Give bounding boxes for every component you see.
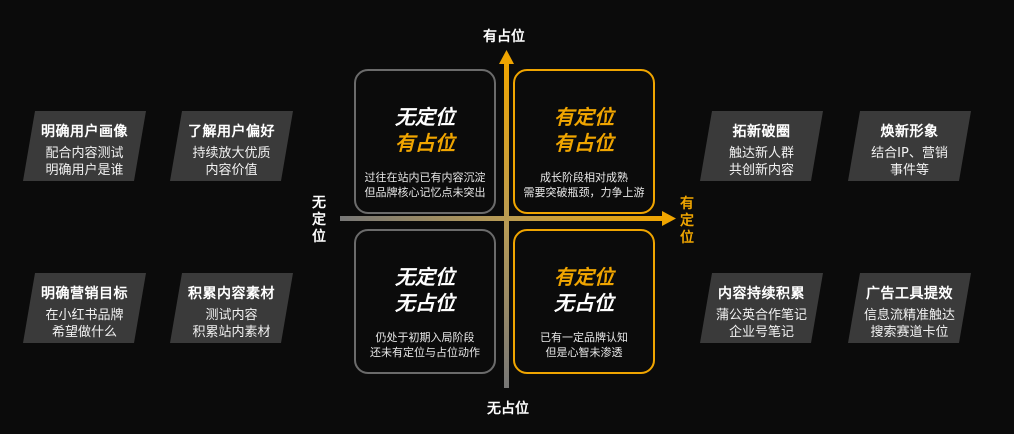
axis-label-left-char: 无 bbox=[312, 195, 326, 211]
card-text: 事件等 bbox=[889, 163, 929, 178]
quadrant-description: 但是心智未渗透 bbox=[545, 346, 623, 359]
axis-label-right-char: 定 bbox=[680, 213, 694, 229]
card-title: 积累内容素材 bbox=[188, 286, 275, 302]
card-title: 焕新形象 bbox=[880, 124, 939, 140]
card-text: 测试内容 bbox=[205, 308, 258, 323]
card-text: 在小红书品牌 bbox=[45, 308, 124, 323]
card-title: 拓新破圈 bbox=[732, 124, 791, 140]
axis-label-right: 有 定 位 bbox=[679, 196, 695, 247]
quadrant-title: 无占位 bbox=[395, 291, 455, 315]
card-text: 持续放大优质 bbox=[192, 146, 271, 161]
card-text: 结合IP、营销 bbox=[871, 146, 948, 161]
quadrant-title: 无占位 bbox=[554, 291, 614, 315]
card-left-bottom-2: 积累内容素材 测试内容 积累站内素材 bbox=[170, 273, 293, 343]
card-title: 明确营销目标 bbox=[41, 286, 128, 302]
card-shape bbox=[848, 273, 971, 343]
quadrant-title: 有定位 bbox=[554, 105, 614, 129]
card-title: 明确用户画像 bbox=[41, 124, 128, 140]
right-arrow-icon bbox=[662, 211, 676, 226]
quadrant-title: 无定位 bbox=[395, 105, 455, 129]
card-shape bbox=[170, 111, 293, 181]
card-shape bbox=[700, 273, 823, 343]
card-title: 广告工具提效 bbox=[866, 286, 953, 302]
card-text: 希望做什么 bbox=[51, 325, 117, 340]
quadrant-title: 无定位 bbox=[395, 265, 455, 289]
quadrant-bottom-left: 无定位 无占位 仍处于初期入局阶段 还未有定位与占位动作 bbox=[354, 229, 496, 374]
horizontal-axis bbox=[340, 216, 664, 221]
axis-label-right-char: 位 bbox=[680, 230, 694, 246]
quadrant-description: 成长阶段相对成熟 bbox=[540, 171, 628, 184]
card-shape bbox=[848, 111, 971, 181]
axis-label-left: 无 定 位 bbox=[311, 195, 327, 246]
card-title: 了解用户偏好 bbox=[188, 124, 275, 140]
card-text: 积累站内素材 bbox=[192, 325, 271, 340]
quadrant-description: 但品牌核心记忆点未突出 bbox=[364, 186, 486, 199]
card-left-bottom-1: 明确营销目标 在小红书品牌 希望做什么 bbox=[23, 273, 146, 343]
quadrant-description: 需要突破瓶颈，力争上游 bbox=[523, 186, 645, 199]
card-left-top-2: 了解用户偏好 持续放大优质 内容价值 bbox=[170, 111, 293, 181]
card-text: 触达新人群 bbox=[728, 146, 794, 161]
card-text: 共创新内容 bbox=[728, 163, 794, 178]
up-arrow-icon bbox=[499, 50, 514, 64]
card-text: 搜索赛道卡位 bbox=[870, 325, 949, 340]
quadrant-top-right: 有定位 有占位 成长阶段相对成熟 需要突破瓶颈，力争上游 bbox=[513, 69, 655, 214]
card-right-bottom-1: 内容持续积累 蒲公英合作笔记 企业号笔记 bbox=[700, 273, 823, 343]
quadrant-description: 还未有定位与占位动作 bbox=[370, 346, 480, 359]
axis-label-top: 有占位 bbox=[483, 29, 525, 45]
card-shape bbox=[170, 273, 293, 343]
card-text: 企业号笔记 bbox=[728, 325, 794, 340]
card-shape bbox=[23, 273, 146, 343]
axis-label-left-char: 定 bbox=[312, 212, 326, 228]
axis-label-left-char: 位 bbox=[312, 229, 326, 245]
axis-label-bottom: 无占位 bbox=[487, 401, 529, 417]
card-right-top-1: 拓新破圈 触达新人群 共创新内容 bbox=[700, 111, 823, 181]
card-shape bbox=[23, 111, 146, 181]
quadrant-description: 已有一定品牌认知 bbox=[540, 331, 628, 344]
quadrant-title: 有占位 bbox=[554, 131, 614, 155]
quadrant-description: 仍处于初期入局阶段 bbox=[375, 331, 475, 344]
card-text: 明确用户是谁 bbox=[45, 163, 124, 178]
quadrant-bottom-right: 有定位 无占位 已有一定品牌认知 但是心智未渗透 bbox=[513, 229, 655, 374]
axis-label-right-char: 有 bbox=[680, 196, 694, 212]
quadrant-title: 有定位 bbox=[554, 265, 614, 289]
card-shape bbox=[700, 111, 823, 181]
card-text: 信息流精准触达 bbox=[863, 308, 955, 323]
card-text: 配合内容测试 bbox=[45, 146, 124, 161]
quadrant-top-left: 无定位 有占位 过往在站内已有内容沉淀 但品牌核心记忆点未突出 bbox=[354, 69, 496, 214]
card-left-top-1: 明确用户画像 配合内容测试 明确用户是谁 bbox=[23, 111, 146, 181]
card-text: 蒲公英合作笔记 bbox=[715, 308, 807, 323]
vertical-axis bbox=[504, 62, 509, 388]
card-right-top-2: 焕新形象 结合IP、营销 事件等 bbox=[848, 111, 971, 181]
card-title: 内容持续积累 bbox=[718, 286, 805, 302]
card-right-bottom-2: 广告工具提效 信息流精准触达 搜索赛道卡位 bbox=[848, 273, 971, 343]
quadrant-title: 有占位 bbox=[395, 131, 455, 155]
card-text: 内容价值 bbox=[205, 163, 258, 178]
quadrant-description: 过往在站内已有内容沉淀 bbox=[364, 171, 486, 184]
